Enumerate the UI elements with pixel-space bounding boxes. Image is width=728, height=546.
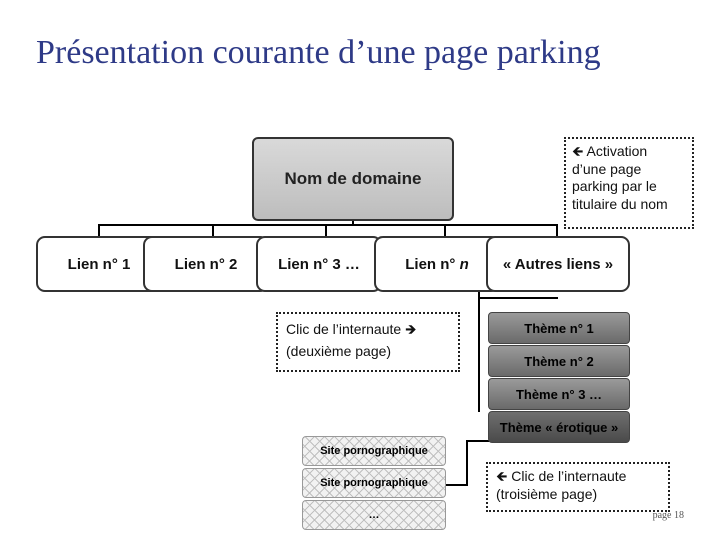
themes-connector-v (478, 292, 480, 412)
third-page-click-line-2: (troisième page) (496, 485, 598, 502)
links-bus-line (98, 224, 558, 226)
activation-note-line-3: parking par le (572, 178, 657, 194)
site-node-ellipsis: … (302, 500, 446, 530)
activation-note-line-1: 🡸 Activation (572, 143, 648, 159)
other-links-node: « Autres liens » (486, 236, 630, 292)
site-node-1: Site pornographique (302, 436, 446, 466)
left-arrow-icon: 🡸 (572, 143, 584, 159)
link-node-n-label: Lien n° (405, 255, 456, 273)
link-node-2: Lien n° 2 (143, 236, 269, 292)
theme-node-erotic: Thème « érotique » (488, 411, 630, 443)
sites-connector-arm (446, 484, 468, 486)
link-connector-3 (325, 224, 327, 236)
sites-connector-h (466, 440, 490, 442)
link-node-n-variable: n (459, 255, 469, 273)
third-page-click-note: 🡸 Clic de l’internaute (troisième page) (486, 462, 670, 512)
third-page-click-line-1: 🡸 Clic de l’internaute (496, 468, 627, 484)
link-node-3: Lien n° 3 … (256, 236, 382, 292)
link-connector-4 (444, 224, 446, 236)
second-page-click-line-2: (deuxième page) (286, 343, 392, 360)
page-number: page 18 (652, 510, 684, 521)
link-node-n: Lien n° n (374, 236, 500, 292)
second-page-click-line-1: Clic de l’internaute 🡺 (286, 321, 417, 337)
left-arrow-icon: 🡸 (496, 468, 508, 484)
activation-note: 🡸 Activation d’une page parking par le t… (564, 137, 694, 229)
link-connector-1 (98, 224, 100, 236)
root-connector (352, 221, 354, 225)
themes-connector-h (478, 297, 558, 299)
activation-note-line-2: d’une page (572, 160, 642, 177)
sites-connector-v (466, 440, 468, 485)
link-connector-2 (212, 224, 214, 236)
domain-name-node: Nom de domaine (252, 137, 454, 221)
right-arrow-icon: 🡺 (405, 321, 417, 337)
activation-note-line-4: titulaire du nom (572, 195, 668, 212)
site-node-2: Site pornographique (302, 468, 446, 498)
link-connector-5 (556, 224, 558, 236)
theme-node-1: Thème n° 1 (488, 312, 630, 344)
link-node-1: Lien n° 1 (36, 236, 162, 292)
slide-title: Présentation courante d’une page parking (36, 34, 601, 71)
second-page-click-note: Clic de l’internaute 🡺 (deuxième page) (276, 312, 460, 372)
theme-node-3: Thème n° 3 … (488, 378, 630, 410)
theme-node-2: Thème n° 2 (488, 345, 630, 377)
